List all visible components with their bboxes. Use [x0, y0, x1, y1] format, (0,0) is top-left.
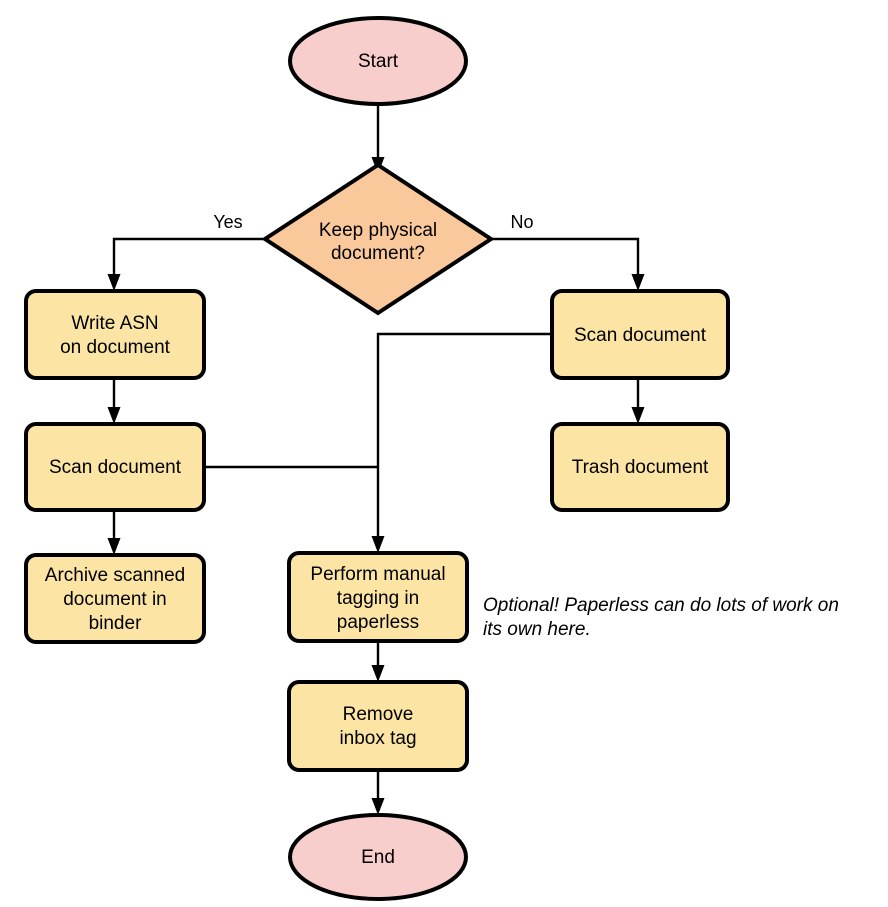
edge-write-asn-to-scan-left — [107, 378, 121, 424]
edge-scan-right-to-trash — [631, 378, 645, 424]
node-decision-keep-physical-document[interactable]: Keep physical document? — [261, 162, 495, 316]
node-scan-document-right[interactable]: Scan document — [550, 289, 730, 380]
arrowhead — [107, 274, 121, 291]
node-trash-document-label: Trash document — [572, 457, 709, 478]
write-asn-box[interactable] — [24, 289, 206, 380]
archive-box[interactable] — [24, 553, 206, 644]
arrowhead — [631, 274, 645, 291]
node-archive-label-line3: binder — [89, 613, 142, 634]
note-optional-line1: Optional! Paperless can do lots of work … — [483, 595, 839, 616]
edge-scan-left-to-archive — [107, 510, 121, 555]
node-tagging-label-line1: Perform manual — [310, 564, 445, 585]
node-end[interactable]: End — [288, 813, 468, 901]
edge-line — [376, 332, 552, 542]
arrowhead — [371, 665, 385, 682]
edge-label-no: No — [510, 212, 533, 232]
node-end-label: End — [361, 847, 395, 868]
node-remove-inbox-label-line2: inbox tag — [339, 728, 416, 749]
node-remove-inbox-label-line1: Remove — [343, 704, 414, 725]
node-archive-scanned-document[interactable]: Archive scanned document in binder — [24, 553, 206, 644]
node-archive-label-line1: Archive scanned — [45, 565, 185, 586]
edge-label-yes: Yes — [213, 212, 242, 232]
arrowhead — [631, 407, 645, 424]
node-decision-label-line2: document? — [331, 243, 425, 264]
node-trash-document[interactable]: Trash document — [550, 422, 730, 512]
trash-document-box[interactable] — [550, 422, 730, 512]
node-decision-label-line1: Keep physical — [319, 220, 437, 241]
node-write-asn-label-line2: on document — [60, 337, 171, 358]
edge-line — [491, 237, 640, 280]
edge-decision-no-to-scan-right — [491, 237, 645, 291]
arrowhead — [107, 407, 121, 424]
node-tagging-label-line3: paperless — [337, 612, 419, 633]
edge-scan-right-to-tagging — [371, 332, 552, 553]
node-scan-document-left[interactable]: Scan document — [24, 422, 206, 512]
end-ellipse[interactable] — [288, 813, 468, 901]
node-scan-document-right-label: Scan document — [574, 325, 707, 346]
perform-manual-tagging-box[interactable] — [287, 551, 469, 643]
edge-tagging-to-remove-inbox — [371, 641, 385, 682]
node-remove-inbox-tag[interactable]: Remove inbox tag — [287, 680, 469, 772]
node-tagging-label-line2: tagging in — [337, 588, 419, 609]
note-optional-line2: its own here. — [483, 619, 591, 640]
arrowhead — [371, 798, 385, 815]
arrowhead — [371, 536, 385, 553]
arrowhead — [107, 538, 121, 555]
node-archive-label-line2: document in — [63, 589, 167, 610]
node-perform-manual-tagging[interactable]: Perform manual tagging in paperless — [287, 551, 469, 643]
node-scan-document-left-label: Scan document — [49, 457, 182, 478]
node-write-asn-label-line1: Write ASN — [71, 313, 158, 334]
edge-decision-yes-to-write-asn — [107, 237, 265, 291]
edge-line — [112, 237, 265, 280]
edge-remove-inbox-to-end — [371, 770, 385, 815]
remove-inbox-tag-box[interactable] — [287, 680, 469, 772]
node-write-asn-on-document[interactable]: Write ASN on document — [24, 289, 206, 380]
node-start-label: Start — [358, 51, 399, 72]
node-start[interactable]: Start — [288, 16, 468, 106]
scan-document-left-box[interactable] — [24, 422, 206, 512]
scan-document-right-box[interactable] — [550, 289, 730, 380]
decision-diamond[interactable] — [261, 162, 495, 316]
start-ellipse[interactable] — [288, 16, 468, 106]
note-optional-paperless: Optional! Paperless can do lots of work … — [483, 595, 839, 640]
